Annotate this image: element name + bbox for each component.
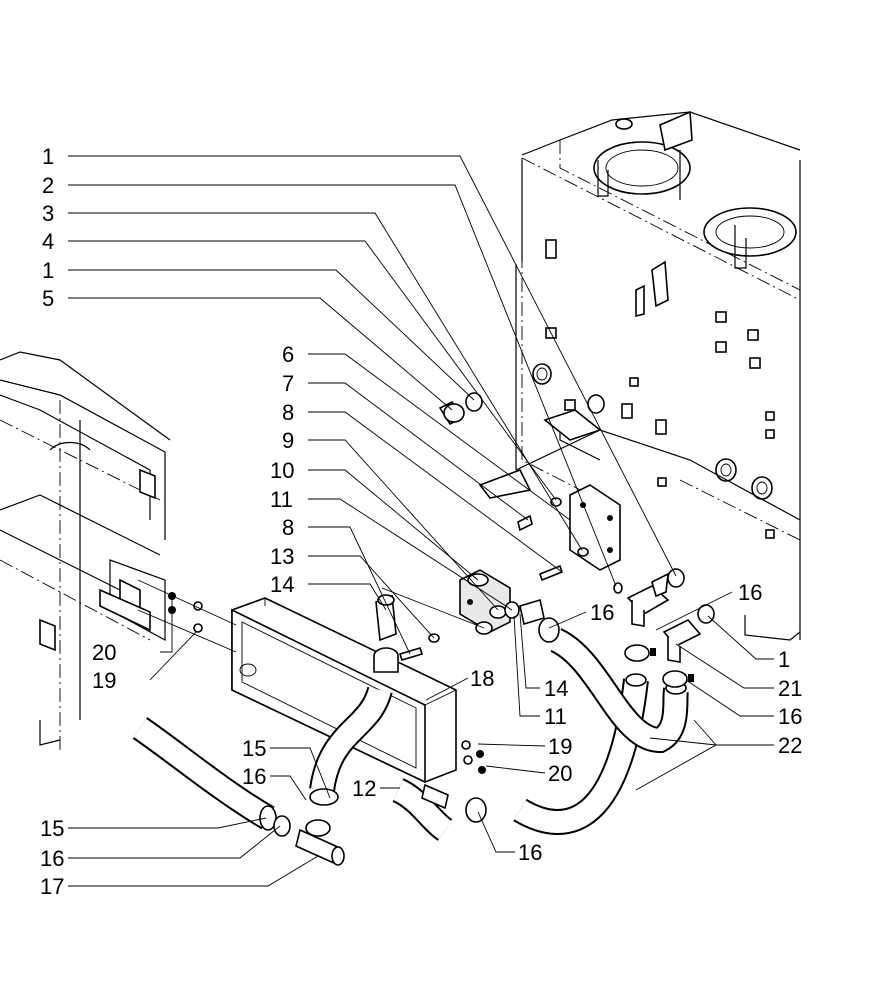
callouts: 1 2 3 4 1 5 6 7 8 9 10 11 8 13 14 20 19 … [40,144,802,899]
callout-9: 9 [282,428,294,453]
callout-5: 5 [42,286,54,311]
callout-16: 16 [590,600,614,625]
hoses [132,617,694,866]
callout-18: 18 [470,666,494,691]
callout-16: 16 [778,704,802,729]
leader-lines [68,155,774,887]
callout-14: 14 [544,676,568,701]
callout-16: 16 [40,846,64,871]
callout-14: 14 [270,572,294,597]
callout-8: 8 [282,400,294,425]
callout-11: 11 [544,704,567,729]
callout-19: 19 [548,734,572,759]
callout-1: 1 [778,647,790,672]
callout-20: 20 [548,761,572,786]
callout-20: 20 [92,640,116,665]
callout-19: 19 [92,668,116,693]
callout-15: 15 [242,736,266,761]
callout-3: 3 [42,201,54,226]
callout-11: 11 [270,487,293,512]
callout-4: 4 [42,229,54,254]
callout-1: 1 [42,144,54,169]
callout-22: 22 [778,733,802,758]
callout-15: 15 [40,816,64,841]
callout-16: 16 [738,580,762,605]
callout-16: 16 [242,764,266,789]
callout-16: 16 [518,840,542,865]
callout-10: 10 [270,458,294,483]
callout-12: 12 [352,776,376,801]
callout-17: 17 [40,874,64,899]
hydraulic-tank [478,110,801,641]
oil-cooler [231,597,457,784]
chassis-frame [0,351,171,750]
fittings [137,392,715,774]
callout-21: 21 [778,676,802,701]
callout-13: 13 [270,544,294,569]
callout-2: 2 [42,173,54,198]
callout-6: 6 [282,342,294,367]
callout-8: 8 [282,515,294,540]
callout-7: 7 [282,371,294,396]
callout-1: 1 [42,258,54,283]
